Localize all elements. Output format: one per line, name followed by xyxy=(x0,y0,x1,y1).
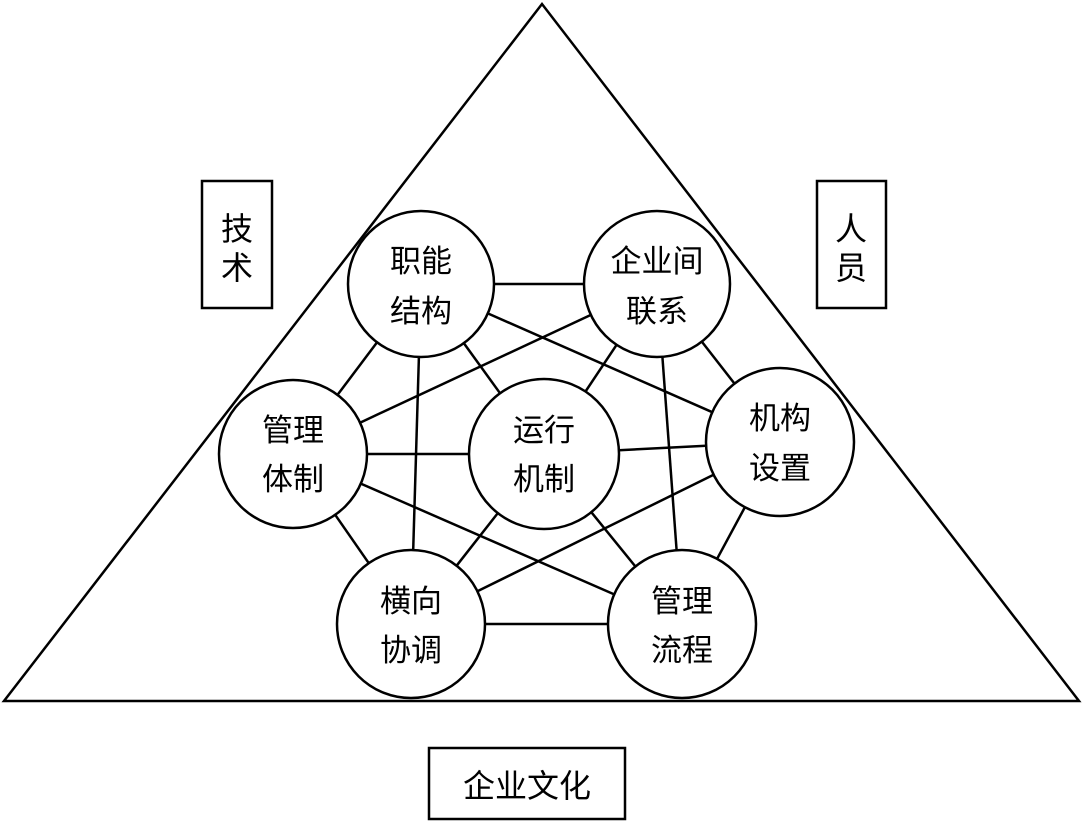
outer-triangle xyxy=(1,1,1082,703)
left-label-char2: 术 xyxy=(221,249,253,287)
node-zhineng-line2: 结构 xyxy=(390,294,452,330)
node-qiyejian-line2: 联系 xyxy=(626,294,688,330)
node-yunxing-circle xyxy=(467,377,621,531)
right-label-char1: 人 xyxy=(835,210,867,248)
bottom-label-box: 企业文化 xyxy=(427,746,627,821)
node-guanli-tizhi-line1: 管理 xyxy=(262,413,324,449)
node-qiyejian-line1: 企业间 xyxy=(611,244,704,280)
right-label-box: 人 员 xyxy=(815,179,888,310)
edge-yunxing-guanli-liucheng xyxy=(590,511,637,568)
node-guanli-liucheng-circle xyxy=(606,548,758,700)
node-zhineng-circle xyxy=(346,209,496,359)
node-guanli-tizhi: 管理 体制 xyxy=(217,378,369,530)
node-qiyejian-circle xyxy=(582,209,732,359)
node-yunxing-line2: 机制 xyxy=(513,462,575,498)
edge-qiyejian-guanli-tizhi xyxy=(359,313,592,424)
edges-layer xyxy=(334,282,747,626)
left-label-frame xyxy=(200,179,274,310)
left-label-box: 技 术 xyxy=(200,179,274,310)
node-hengxiang: 横向 协调 xyxy=(335,548,487,700)
node-hengxiang-circle xyxy=(335,548,487,700)
edge-zhineng-guanli-tizhi xyxy=(336,341,379,396)
edge-yunxing-hengxiang xyxy=(455,512,499,567)
node-yunxing-line1: 运行 xyxy=(513,413,575,449)
edge-yunxing-jigou xyxy=(618,444,707,452)
edge-guanli-tizhi-hengxiang xyxy=(334,514,370,564)
node-jigou-line1: 机构 xyxy=(749,401,811,437)
node-zhineng: 职能 结构 xyxy=(346,209,496,359)
bottom-label-frame xyxy=(427,746,627,821)
right-label-char2: 员 xyxy=(835,249,867,287)
node-guanli-liucheng-line1: 管理 xyxy=(651,584,713,620)
node-hengxiang-line1: 横向 xyxy=(380,584,442,620)
node-guanli-liucheng-line2: 流程 xyxy=(651,633,713,669)
node-jigou-line2: 设置 xyxy=(749,451,811,487)
node-jigou-circle xyxy=(704,366,856,518)
node-guanli-liucheng: 管理 流程 xyxy=(606,548,758,700)
node-guanli-tizhi-circle xyxy=(217,378,369,530)
edge-guanli-tizhi-guanli-liucheng xyxy=(360,482,615,596)
edge-zhineng-jigou xyxy=(487,312,713,414)
node-yunxing: 运行 机制 xyxy=(467,377,621,531)
edge-jigou-guanli-liucheng xyxy=(715,506,747,560)
right-label-frame xyxy=(815,179,888,310)
left-label-char1: 技 xyxy=(221,210,253,248)
edge-zhineng-yunxing xyxy=(462,342,502,394)
edge-qiyejian-guanli-liucheng xyxy=(661,356,678,551)
edge-qiyejian-yunxing xyxy=(584,344,618,393)
node-zhineng-line1: 职能 xyxy=(390,244,452,280)
bottom-label-text: 企业文化 xyxy=(463,767,591,805)
node-hengxiang-line2: 协调 xyxy=(380,633,442,669)
node-jigou: 机构 设置 xyxy=(704,366,856,518)
node-guanli-tizhi-line2: 体制 xyxy=(262,462,324,498)
edge-jigou-hengxiang xyxy=(476,473,715,593)
edge-qiyejian-jigou xyxy=(700,340,736,385)
node-qiyejian: 企业间 联系 xyxy=(582,209,732,359)
